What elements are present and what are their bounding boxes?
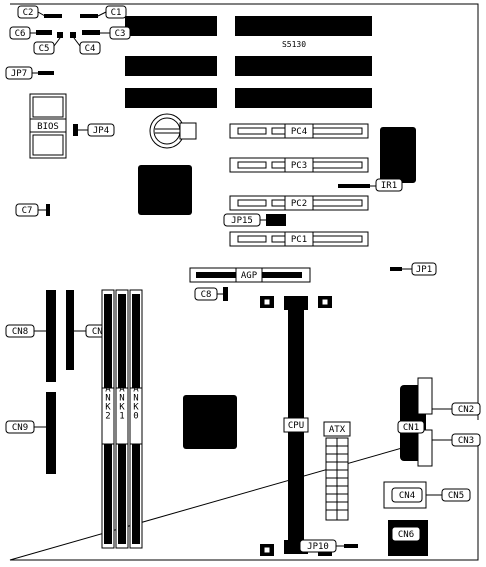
cap-c6: C6	[9, 26, 52, 40]
pci-slot-pc2: PC2	[229, 195, 369, 211]
cap-c1: C1	[80, 5, 127, 19]
isa-slot	[235, 56, 372, 76]
pci-slot-pc1: PC1	[229, 231, 369, 247]
svg-text:JP10: JP10	[307, 542, 329, 552]
isa-slot	[125, 88, 217, 108]
memory-bank-1: BANK1	[115, 289, 129, 549]
memory-bank-2: BANK2	[101, 289, 115, 549]
memory-bank-0: BANK0	[129, 289, 143, 549]
connector-ir1: IR1	[338, 178, 403, 192]
battery-icon	[149, 113, 197, 149]
svg-text:C3: C3	[115, 29, 126, 39]
board-model-label: S5130	[282, 40, 306, 49]
svg-text:CN5: CN5	[448, 491, 464, 501]
svg-text:PC1: PC1	[291, 235, 307, 245]
svg-text:CN2: CN2	[458, 405, 474, 415]
svg-text:C6: C6	[15, 29, 26, 39]
jumper-jp1: JP1	[390, 262, 437, 276]
cap-c8: C8	[194, 287, 228, 301]
svg-text:C2: C2	[23, 8, 34, 18]
svg-text:BANK0: BANK0	[131, 376, 141, 421]
isa-slots	[125, 16, 372, 108]
connector-cn1: CN1	[397, 377, 433, 467]
pci-slot-pc3: PC3	[229, 157, 369, 173]
svg-text:CN8: CN8	[12, 327, 28, 337]
atx-power-connector: ATX	[323, 421, 351, 521]
svg-text:JP4: JP4	[93, 126, 109, 136]
svg-text:BANK2: BANK2	[103, 376, 113, 421]
svg-text:C8: C8	[201, 290, 212, 300]
svg-text:CN6: CN6	[398, 530, 414, 540]
svg-text:CN1: CN1	[403, 423, 419, 433]
cap-c5: C5	[33, 32, 63, 55]
connector-cn4: CN4	[383, 481, 427, 509]
jumper-jp15: JP15	[223, 213, 286, 227]
chipset-right	[380, 127, 416, 183]
svg-text:PC4: PC4	[291, 127, 307, 137]
connector-cn8: CN8	[5, 290, 56, 382]
pci-slot-pc4: PC4	[229, 123, 369, 139]
svg-text:C4: C4	[85, 44, 96, 54]
svg-text:BANK1: BANK1	[117, 376, 127, 421]
svg-text:C5: C5	[39, 44, 50, 54]
svg-text:JP1: JP1	[416, 265, 432, 275]
isa-slot	[235, 16, 372, 36]
svg-text:CN7: CN7	[92, 327, 108, 337]
svg-text:PC3: PC3	[291, 161, 307, 171]
agp-slot: AGP	[189, 267, 311, 283]
connector-cn3: CN3	[432, 433, 481, 447]
chipset-north	[138, 165, 192, 215]
svg-text:C1: C1	[111, 8, 122, 18]
svg-text:AGP: AGP	[241, 271, 258, 281]
connector-cn5: CN5	[426, 488, 471, 502]
svg-text:CN9: CN9	[12, 423, 28, 433]
svg-text:IR1: IR1	[381, 181, 397, 191]
cap-c7: C7	[15, 203, 50, 217]
jumper-jp10: JP10	[299, 539, 358, 553]
svg-text:CN3: CN3	[458, 436, 474, 446]
isa-slot	[125, 56, 217, 76]
isa-slot	[125, 16, 217, 36]
jumper-jp4: JP4	[73, 123, 115, 137]
isa-slot	[235, 88, 372, 108]
connector-cn6: CN6	[388, 520, 428, 556]
chipset-south	[183, 395, 237, 449]
jumper-jp7: JP7	[5, 66, 54, 80]
cap-c2: C2	[17, 5, 62, 19]
svg-text:ATX: ATX	[329, 425, 346, 435]
connector-cn2: CN2	[432, 402, 481, 416]
bios-chip: BIOS	[29, 93, 67, 159]
svg-text:PC2: PC2	[291, 199, 307, 209]
connector-cn9: CN9	[5, 392, 56, 474]
cpu-slot: CPU	[260, 296, 332, 556]
svg-text:C7: C7	[22, 206, 33, 216]
svg-text:JP15: JP15	[231, 216, 253, 226]
svg-text:CN4: CN4	[399, 491, 415, 501]
svg-text:BIOS: BIOS	[37, 122, 59, 132]
svg-text:CPU: CPU	[288, 421, 304, 431]
cap-c3: C3	[82, 26, 131, 40]
cap-c4: C4	[70, 32, 101, 55]
svg-text:JP7: JP7	[11, 69, 27, 79]
